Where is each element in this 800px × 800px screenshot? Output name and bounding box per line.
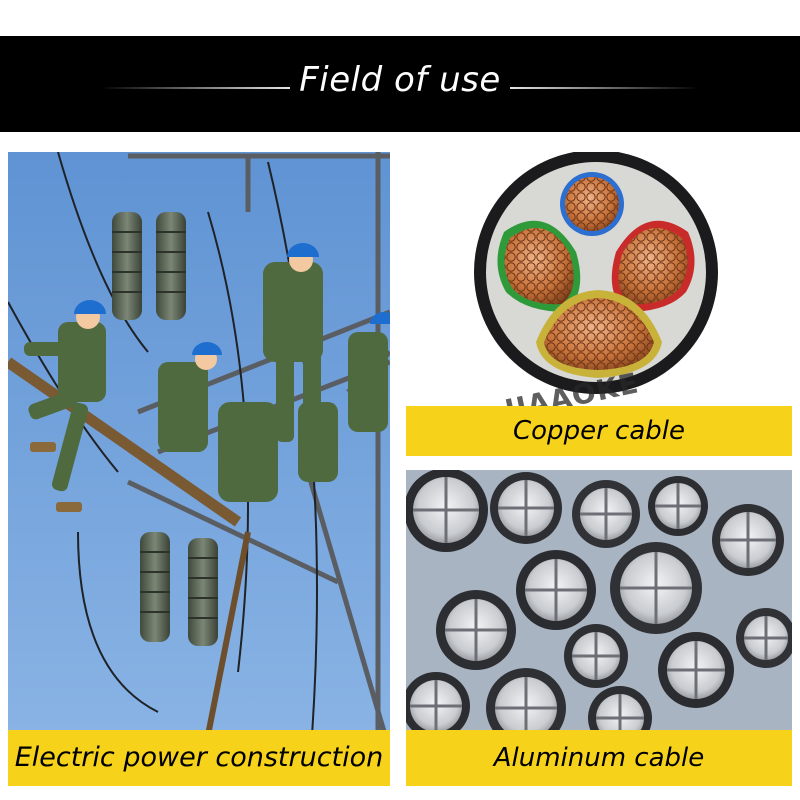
page-title: Field of use — [299, 60, 501, 100]
header-divider-left — [100, 87, 290, 89]
copper-cable-panel: JIAAOKE Copper cable — [406, 152, 792, 456]
copper-cable-image — [406, 152, 792, 406]
aluminum-cable-panel: Aluminum cable — [406, 470, 792, 786]
caption-electric-power-construction: Electric power construction — [8, 730, 390, 786]
electric-power-panel: Electric power construction — [8, 152, 390, 786]
caption-copper-cable: Copper cable — [406, 406, 792, 456]
caption-aluminum-cable: Aluminum cable — [406, 730, 792, 786]
workers-on-tower-image — [8, 152, 390, 786]
header-divider-right — [510, 87, 700, 89]
aluminum-cable-image — [406, 470, 792, 730]
cable-end — [406, 470, 488, 552]
header-band: Field of use — [0, 36, 800, 132]
